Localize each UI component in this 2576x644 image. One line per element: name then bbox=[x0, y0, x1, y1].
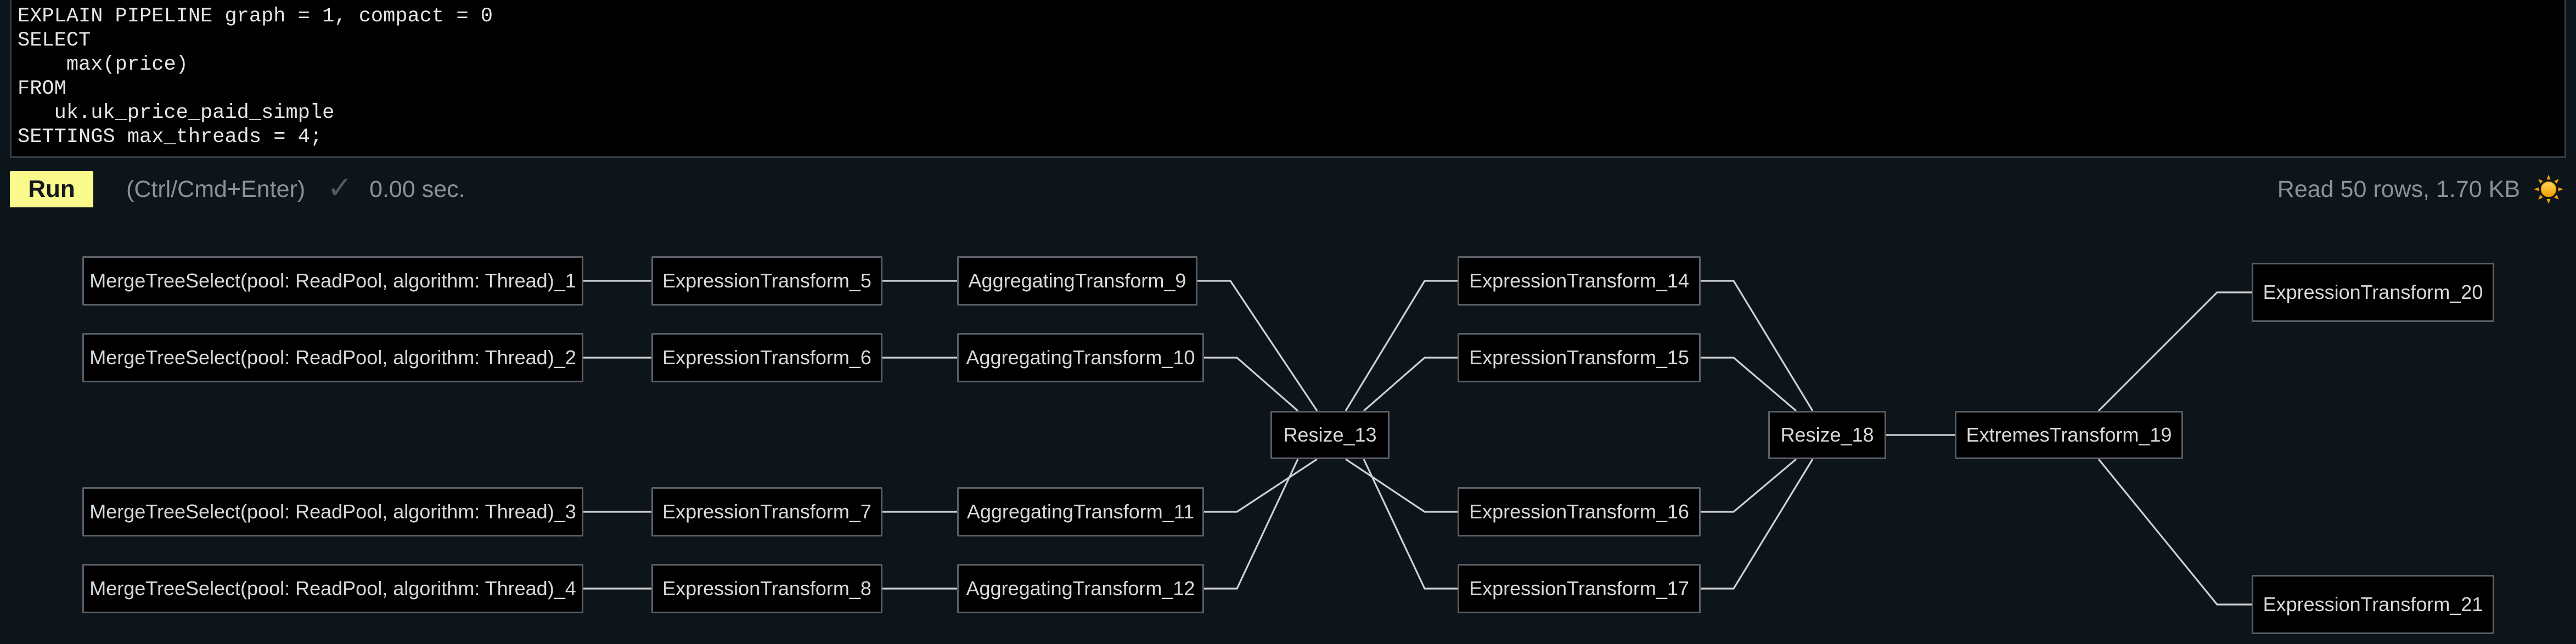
edge-ag12-rs13 bbox=[1204, 459, 1299, 590]
edge-rs13-ex14 bbox=[1345, 280, 1458, 411]
graph-node-ex15: ExpressionTransform_15 bbox=[1458, 333, 1701, 382]
graph-node-ag11: AggregatingTransform_11 bbox=[957, 487, 1204, 536]
edge-ex17-rs18 bbox=[1701, 459, 1814, 590]
graph-node-ex8: ExpressionTransform_8 bbox=[651, 564, 882, 613]
read-stats: Read 50 rows, 1.70 KB bbox=[2277, 176, 2520, 202]
sql-line: SETTINGS max_threads = 4; bbox=[18, 126, 323, 149]
edge-et19-ex20 bbox=[2097, 291, 2252, 412]
edge-ex16-rs18 bbox=[1701, 458, 1797, 513]
edge-ex15-rs18 bbox=[1701, 357, 1797, 412]
graph-node-ex6: ExpressionTransform_6 bbox=[651, 333, 882, 382]
graph-node-mt4: MergeTreeSelect(pool: ReadPool, algorith… bbox=[82, 564, 583, 613]
sql-line: SELECT bbox=[18, 29, 91, 52]
graph-node-et19: ExtremesTransform_19 bbox=[1955, 411, 2183, 459]
run-button[interactable]: Run bbox=[10, 171, 93, 207]
graph-node-ag12: AggregatingTransform_12 bbox=[957, 564, 1204, 613]
shortcut-hint: (Ctrl/Cmd+Enter) bbox=[126, 176, 306, 202]
edge-ag11-rs13 bbox=[1204, 458, 1318, 513]
graph-node-ag9: AggregatingTransform_9 bbox=[957, 256, 1197, 306]
graph-node-ex16: ExpressionTransform_16 bbox=[1458, 487, 1701, 536]
theme-toggle-sun-icon[interactable] bbox=[2533, 174, 2564, 205]
edge-et19-ex21 bbox=[2097, 458, 2252, 606]
graph-node-ex14: ExpressionTransform_14 bbox=[1458, 256, 1701, 306]
graph-node-rs18: Resize_18 bbox=[1768, 411, 1886, 459]
graph-node-ex5: ExpressionTransform_5 bbox=[651, 256, 882, 306]
edge-ag9-rs13 bbox=[1197, 280, 1318, 411]
graph-node-ex17: ExpressionTransform_17 bbox=[1458, 564, 1701, 613]
edge-ex14-rs18 bbox=[1701, 280, 1814, 411]
sql-line: EXPLAIN PIPELINE graph = 1, compact = 0 bbox=[18, 5, 493, 28]
edge-rs13-ex16 bbox=[1345, 458, 1458, 513]
graph-node-mt1: MergeTreeSelect(pool: ReadPool, algorith… bbox=[82, 256, 583, 306]
elapsed-time: 0.00 sec. bbox=[369, 176, 465, 202]
graph-node-ex21: ExpressionTransform_21 bbox=[2252, 575, 2494, 634]
success-check-icon: ✓ bbox=[327, 170, 353, 205]
sql-line: max(price) bbox=[18, 53, 188, 76]
graph-node-ag10: AggregatingTransform_10 bbox=[957, 333, 1204, 382]
sql-line: FROM bbox=[18, 77, 66, 100]
graph-node-ex20: ExpressionTransform_20 bbox=[2252, 263, 2494, 322]
graph-node-mt3: MergeTreeSelect(pool: ReadPool, algorith… bbox=[82, 487, 583, 536]
edge-ag10-rs13 bbox=[1204, 357, 1299, 412]
toolbar: Run (Ctrl/Cmd+Enter) ✓ 0.00 sec. Read 50… bbox=[10, 170, 2564, 208]
graph-node-rs13: Resize_13 bbox=[1270, 411, 1390, 459]
graph-node-ex7: ExpressionTransform_7 bbox=[651, 487, 882, 536]
edge-rs13-ex17 bbox=[1363, 459, 1458, 590]
edge-rs13-ex15 bbox=[1363, 357, 1458, 412]
sql-line: uk.uk_price_paid_simple bbox=[18, 101, 335, 125]
graph-node-mt2: MergeTreeSelect(pool: ReadPool, algorith… bbox=[82, 333, 583, 382]
